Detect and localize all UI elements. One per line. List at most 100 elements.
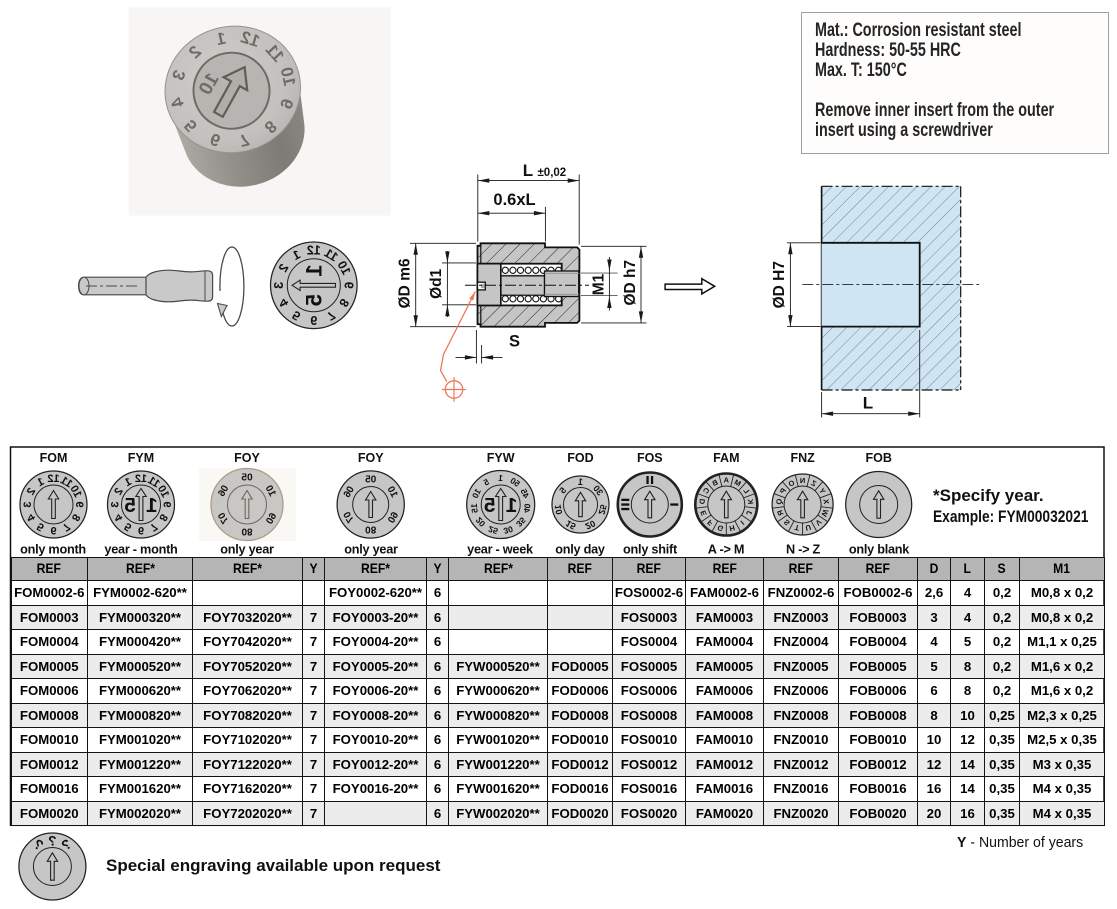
svg-text:FYM: FYM [128, 451, 154, 465]
svg-text:Z: Z [809, 478, 818, 488]
svg-text:N -> Z: N -> Z [786, 543, 821, 557]
svg-text:09: 09 [263, 510, 278, 526]
svg-text:08: 08 [241, 526, 253, 537]
svg-text:10: 10 [470, 487, 483, 500]
svg-text:5: 5 [302, 294, 327, 306]
svg-text:ØD m6: ØD m6 [397, 258, 414, 308]
svg-text:10: 10 [155, 483, 172, 500]
svg-text:K: K [746, 498, 756, 505]
svg-text:only year: only year [220, 543, 274, 557]
svg-text:40: 40 [521, 503, 532, 514]
svg-text:A: A [723, 476, 729, 485]
svg-text:05: 05 [365, 474, 377, 485]
svg-text:only year: only year [344, 543, 398, 557]
svg-text:year - month: year - month [104, 543, 177, 557]
svg-text:R: R [775, 509, 786, 518]
svg-text:O: O [787, 478, 796, 489]
svg-text:45: 45 [518, 487, 531, 500]
svg-text:3: 3 [22, 501, 34, 507]
svg-text:E: E [698, 509, 708, 517]
svg-text:25: 25 [487, 524, 499, 536]
svg-text:N: N [800, 476, 805, 485]
svg-text:C: C [701, 486, 712, 496]
svg-text:10: 10 [67, 483, 84, 500]
svg-text:06: 06 [342, 485, 357, 501]
svg-text:8: 8 [69, 512, 82, 523]
svg-text:12: 12 [307, 244, 321, 258]
svg-text:only day: only day [555, 543, 605, 557]
svg-text:09: 09 [385, 509, 400, 525]
svg-text:1: 1 [302, 264, 327, 276]
svg-text:FOY: FOY [234, 451, 260, 465]
svg-text:M1: M1 [591, 273, 608, 295]
svg-text:11: 11 [58, 474, 74, 490]
svg-text:G: G [717, 523, 725, 533]
svg-text:7: 7 [238, 130, 252, 151]
svg-text:FAM: FAM [713, 451, 739, 465]
svg-text:FOB: FOB [866, 451, 892, 465]
svg-text:F: F [706, 518, 716, 528]
svg-text:1: 1 [123, 476, 134, 489]
svg-text:1: 1 [506, 494, 518, 517]
svg-text:11: 11 [322, 246, 340, 265]
svg-text:P: P [778, 486, 788, 495]
svg-text:1: 1 [35, 476, 46, 489]
svg-text:L: L [741, 486, 751, 495]
svg-text:0.6xL: 0.6xL [493, 191, 535, 209]
svg-text:10: 10 [384, 484, 399, 500]
svg-text:6: 6 [310, 313, 317, 327]
svg-text:12: 12 [238, 27, 262, 51]
svg-text:5: 5 [124, 494, 136, 517]
svg-text:3: 3 [110, 501, 122, 507]
svg-text:9: 9 [73, 501, 85, 507]
svg-text:15: 15 [564, 518, 577, 531]
svg-text:12: 12 [47, 473, 59, 485]
svg-text:1: 1 [146, 494, 158, 517]
svg-text:30: 30 [591, 483, 605, 497]
svg-text:11: 11 [146, 474, 162, 490]
svg-text:L: L [863, 394, 873, 413]
svg-text:08: 08 [365, 524, 377, 535]
svg-text:S: S [509, 333, 520, 351]
svg-text:W: W [819, 507, 830, 518]
svg-text:year - week: year - week [467, 543, 534, 557]
svg-text:Q: Q [774, 498, 784, 505]
svg-text:10: 10 [262, 483, 277, 499]
svg-text:5: 5 [481, 477, 491, 488]
svg-text:Ød1: Ød1 [428, 268, 445, 299]
svg-text:12: 12 [135, 473, 147, 485]
svg-text:FYW: FYW [487, 451, 515, 465]
svg-text:FOY: FOY [358, 451, 384, 465]
svg-text:only shift: only shift [623, 543, 678, 557]
svg-text:M: M [733, 478, 743, 489]
svg-text:L: L [523, 161, 533, 180]
svg-text:Y: Y [817, 486, 827, 495]
svg-text:6: 6 [50, 524, 56, 536]
svg-text:5: 5 [484, 494, 496, 517]
svg-text:30: 30 [502, 524, 514, 536]
svg-text:7: 7 [148, 520, 159, 533]
svg-text:T: T [794, 523, 801, 533]
svg-text:10: 10 [334, 258, 353, 277]
svg-text:FOM: FOM [40, 451, 68, 465]
svg-text:05: 05 [241, 472, 253, 483]
svg-text:7: 7 [61, 520, 72, 533]
svg-text:5: 5 [35, 520, 46, 533]
svg-text:FOS: FOS [637, 451, 663, 465]
svg-text:I: I [739, 519, 747, 527]
svg-text:J: J [744, 510, 754, 517]
svg-text:A -> M: A -> M [708, 543, 744, 557]
svg-text:6: 6 [138, 524, 144, 536]
svg-text:5: 5 [123, 520, 134, 533]
svg-text:S: S [782, 517, 792, 527]
svg-text:9: 9 [161, 501, 173, 507]
svg-text:1: 1 [498, 473, 503, 483]
svg-text:B: B [710, 478, 719, 489]
svg-text:10: 10 [277, 65, 300, 88]
svg-text:3: 3 [272, 282, 286, 289]
svg-text:ØD H7: ØD H7 [771, 261, 788, 308]
svg-text:only month: only month [20, 543, 86, 557]
svg-text:20: 20 [584, 518, 597, 531]
svg-text:V: V [814, 517, 824, 527]
svg-text:9: 9 [342, 282, 356, 289]
